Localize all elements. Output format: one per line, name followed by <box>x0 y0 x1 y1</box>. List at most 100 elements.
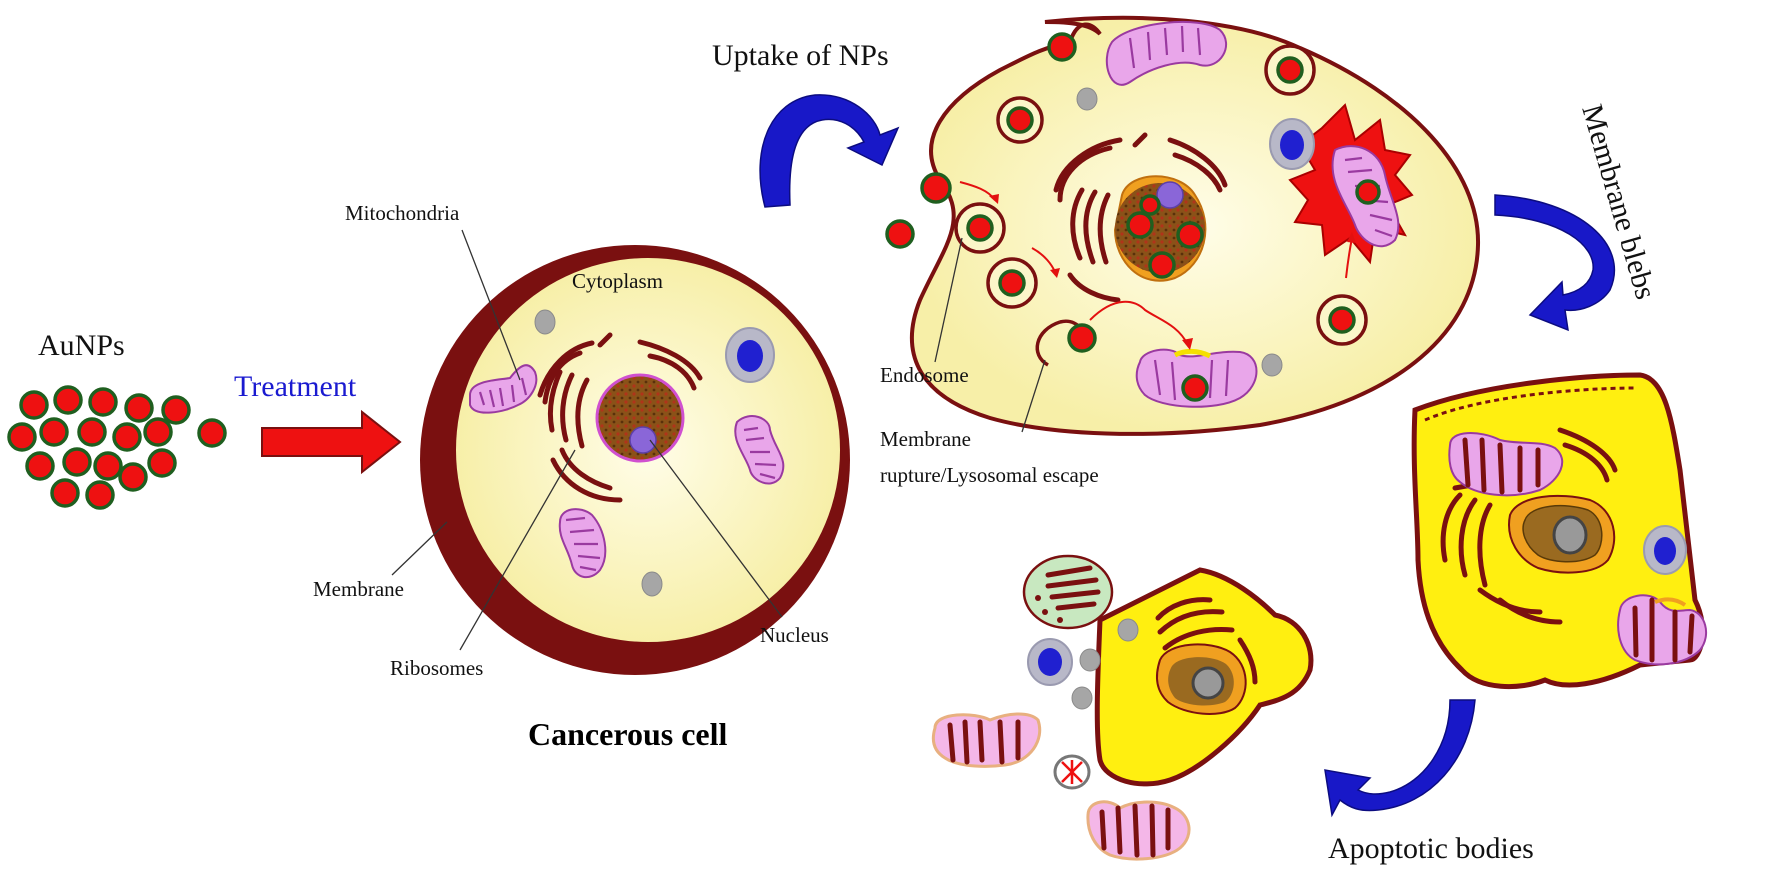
endoplasmic-reticulum <box>1155 597 1258 685</box>
nanoparticle <box>147 448 177 478</box>
mitochondrion <box>1105 21 1227 86</box>
nanoparticle <box>1006 106 1034 134</box>
nanoparticle <box>39 417 69 447</box>
nanoparticle <box>118 462 148 492</box>
nanoparticle <box>1355 179 1381 205</box>
nanoparticle <box>1328 306 1356 334</box>
nanoparticle <box>998 269 1026 297</box>
apoptotic-bodies-label: Apoptotic bodies <box>1328 832 1534 865</box>
trafficking-arrowhead <box>1050 268 1060 278</box>
nanoparticle <box>50 478 80 508</box>
nanoparticle <box>966 214 994 242</box>
membrane-rupture-label-2: rupture/Lysosomal escape <box>880 463 1099 487</box>
apoptotic-bodies <box>931 554 1314 861</box>
nanoparticle <box>1176 221 1204 249</box>
golgi-cisterna <box>1045 565 1101 611</box>
trafficking-arrowhead <box>989 194 999 204</box>
trafficking-arrowhead <box>1182 338 1193 350</box>
golgi-vesicle <box>1057 617 1063 623</box>
vesicle-core <box>1280 130 1304 160</box>
trafficking-arrow <box>1089 300 1189 346</box>
apoptotic-bodies-arrow <box>1324 699 1476 818</box>
nanoparticle <box>88 387 118 417</box>
nucleolus <box>1552 515 1588 555</box>
nanoparticle <box>197 418 227 448</box>
cancerous-cell-label: Cancerous cell <box>528 716 727 752</box>
nanoparticle <box>1126 211 1154 239</box>
nanoparticle <box>1181 374 1209 402</box>
nanoparticle <box>62 447 92 477</box>
mito-membrane-damage <box>1654 597 1687 607</box>
golgi-vesicle <box>1042 609 1048 615</box>
nanoparticle <box>1139 194 1161 216</box>
golgi-vesicle <box>1035 595 1041 601</box>
mitochondrion <box>1135 348 1258 408</box>
aunps-label: AuNPs <box>38 329 125 362</box>
ribosome <box>1071 686 1093 710</box>
mito-membrane-damage <box>1173 348 1212 359</box>
membrane-label: Membrane <box>313 577 404 601</box>
mitochondria-leader <box>461 229 521 381</box>
uptake-cell <box>885 15 1481 436</box>
vesicle-core <box>1038 648 1062 676</box>
mitochondrion <box>734 415 785 485</box>
mitochondria-label: Mitochondria <box>345 201 460 225</box>
nanoparticle <box>7 422 37 452</box>
trafficking-arrowhead <box>1347 232 1356 243</box>
ribosome <box>1117 618 1139 642</box>
nanoparticle <box>85 480 115 510</box>
membrane-leader <box>391 521 448 576</box>
nanoparticle <box>1148 251 1176 279</box>
treatment-arrow <box>261 409 402 475</box>
treatment-label: Treatment <box>234 370 357 403</box>
mitochondrion <box>558 508 607 579</box>
nanoparticle <box>1276 56 1304 84</box>
uptake-arrow <box>759 94 900 208</box>
endoplasmic-reticulum <box>1053 132 1228 303</box>
nanoparticle <box>1067 323 1097 353</box>
cancerous-cell <box>420 245 850 675</box>
nanoparticle <box>25 451 55 481</box>
ribosome <box>1076 87 1098 111</box>
mitochondrion <box>1331 145 1400 248</box>
mitochondrion <box>469 364 538 414</box>
nucleolus <box>629 426 657 454</box>
ribosomes-leader <box>459 449 576 651</box>
endoplasmic-reticulum <box>537 332 703 503</box>
membrane-rupture-leader <box>1021 359 1046 433</box>
vesicle-core <box>1654 537 1676 565</box>
nucleolus <box>1191 666 1225 700</box>
cytoplasm-label: Cytoplasm <box>572 269 663 293</box>
membrane-rupture-label-1: Membrane <box>880 427 971 451</box>
mitochondrion <box>1617 594 1708 666</box>
nucleolus <box>1156 181 1184 209</box>
nanoparticle <box>112 422 142 452</box>
nucleus-leader <box>649 439 783 618</box>
nanoparticle <box>53 385 83 415</box>
nanoparticle <box>143 417 173 447</box>
ribosomes-label: Ribosomes <box>390 656 483 680</box>
nanoparticle <box>161 395 191 425</box>
membrane-blebs-label: Membrane blebs <box>1575 101 1662 303</box>
blebbing-cell <box>1411 372 1708 690</box>
aunp-cluster <box>7 385 227 510</box>
nanoparticle <box>77 417 107 447</box>
uptake-label: Uptake of NPs <box>712 39 889 72</box>
ribosome <box>1079 648 1101 672</box>
crossed-nucleus <box>1053 754 1091 790</box>
ribosome <box>534 309 556 335</box>
vesicle-core <box>737 340 763 372</box>
ribosome <box>641 571 663 597</box>
mitochondrion-fragment <box>931 712 1042 768</box>
endosome-label: Endosome <box>880 363 969 387</box>
nanoparticle <box>93 451 123 481</box>
mitochondrion-fragment <box>1086 800 1191 861</box>
endosome-leader <box>934 237 963 363</box>
membrane-blebs-arrow <box>1494 194 1616 332</box>
nanoparticle <box>1047 32 1077 62</box>
blebbing-cell-inner-edge <box>1424 386 1636 422</box>
nucleus-label: Nucleus <box>760 623 829 647</box>
nanoparticle <box>885 219 915 249</box>
nanoparticle <box>19 390 49 420</box>
